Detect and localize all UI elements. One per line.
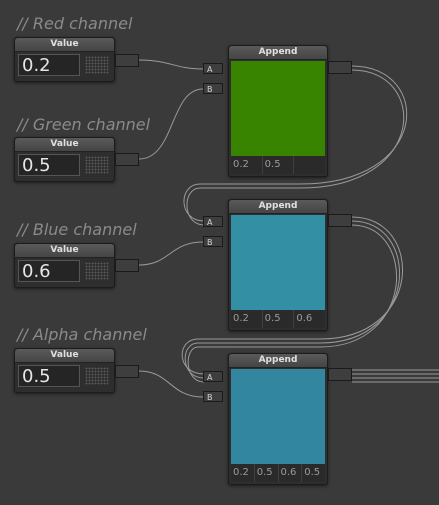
- output-port-append2[interactable]: [328, 214, 352, 227]
- comment-red-channel: // Red channel: [17, 14, 133, 33]
- input-port-b[interactable]: B: [203, 83, 223, 94]
- output-port-red[interactable]: [115, 54, 139, 67]
- output-port-green[interactable]: [115, 153, 139, 166]
- color-preview: [231, 215, 325, 311]
- wire-alpha-to-append3: [138, 370, 204, 398]
- node-title: Value: [15, 38, 114, 52]
- node-title: Value: [15, 244, 114, 258]
- wire-blue-to-append2: [138, 241, 204, 266]
- drag-grip-icon[interactable]: [85, 156, 109, 174]
- channel-values: 0.2 0.5 0.6: [231, 310, 326, 328]
- append-node-3[interactable]: Append 0.2 0.5 0.6 0.5: [228, 353, 328, 485]
- value-field-alpha[interactable]: 0.5: [18, 365, 80, 387]
- color-preview: [231, 369, 325, 465]
- channel-value: 0.6: [294, 310, 326, 328]
- output-port-blue[interactable]: [115, 259, 139, 272]
- output-port-alpha[interactable]: [115, 365, 139, 378]
- node-title: Value: [15, 138, 114, 152]
- append-node-1[interactable]: Append 0.2 0.5: [228, 45, 328, 177]
- value-node-red[interactable]: Value 0.2: [14, 37, 115, 82]
- channel-values: 0.2 0.5 0.6 0.5: [231, 464, 325, 482]
- input-port-a[interactable]: A: [203, 216, 223, 227]
- wire-red-to-append1: [138, 59, 204, 70]
- value-field-blue[interactable]: 0.6: [18, 260, 80, 282]
- input-port-b[interactable]: B: [203, 391, 223, 402]
- drag-grip-icon[interactable]: [85, 262, 109, 280]
- channel-value: 0.5: [262, 156, 295, 174]
- wire-green-to-append1: [138, 88, 204, 160]
- channel-value: 0.5: [262, 310, 295, 328]
- channel-value: 0.2: [231, 156, 263, 174]
- channel-value: 0.5: [254, 464, 279, 482]
- output-port-append3[interactable]: [328, 368, 352, 381]
- channel-value: 0.2: [231, 464, 255, 482]
- wire-append3-output: [352, 369, 439, 383]
- wire-append2-to-append3: [181, 216, 404, 383]
- channel-value: 0.6: [278, 464, 303, 482]
- input-port-b[interactable]: B: [203, 236, 223, 247]
- channel-empty: [294, 156, 326, 174]
- node-title: Value: [15, 349, 114, 363]
- input-port-a[interactable]: A: [203, 371, 223, 382]
- value-node-alpha[interactable]: Value 0.5: [14, 348, 115, 393]
- color-preview: [231, 61, 325, 157]
- channel-values: 0.2 0.5: [231, 156, 326, 174]
- value-field-red[interactable]: 0.2: [18, 54, 80, 76]
- wire-append1-to-append2: [183, 65, 408, 226]
- drag-grip-icon[interactable]: [85, 367, 109, 385]
- drag-grip-icon[interactable]: [85, 56, 109, 74]
- node-title: Append: [229, 200, 327, 214]
- value-node-green[interactable]: Value 0.5: [14, 137, 115, 182]
- output-port-append1[interactable]: [328, 61, 352, 74]
- node-title: Append: [229, 354, 327, 368]
- value-node-blue[interactable]: Value 0.6: [14, 243, 115, 288]
- comment-alpha-channel: // Alpha channel: [17, 325, 147, 344]
- channel-value: 0.2: [231, 310, 263, 328]
- channel-value: 0.5: [302, 464, 325, 482]
- node-title: Append: [229, 46, 327, 60]
- input-port-a[interactable]: A: [203, 63, 223, 74]
- comment-blue-channel: // Blue channel: [17, 220, 137, 239]
- comment-green-channel: // Green channel: [17, 115, 151, 134]
- append-node-2[interactable]: Append 0.2 0.5 0.6: [228, 199, 328, 331]
- value-field-green[interactable]: 0.5: [18, 154, 80, 176]
